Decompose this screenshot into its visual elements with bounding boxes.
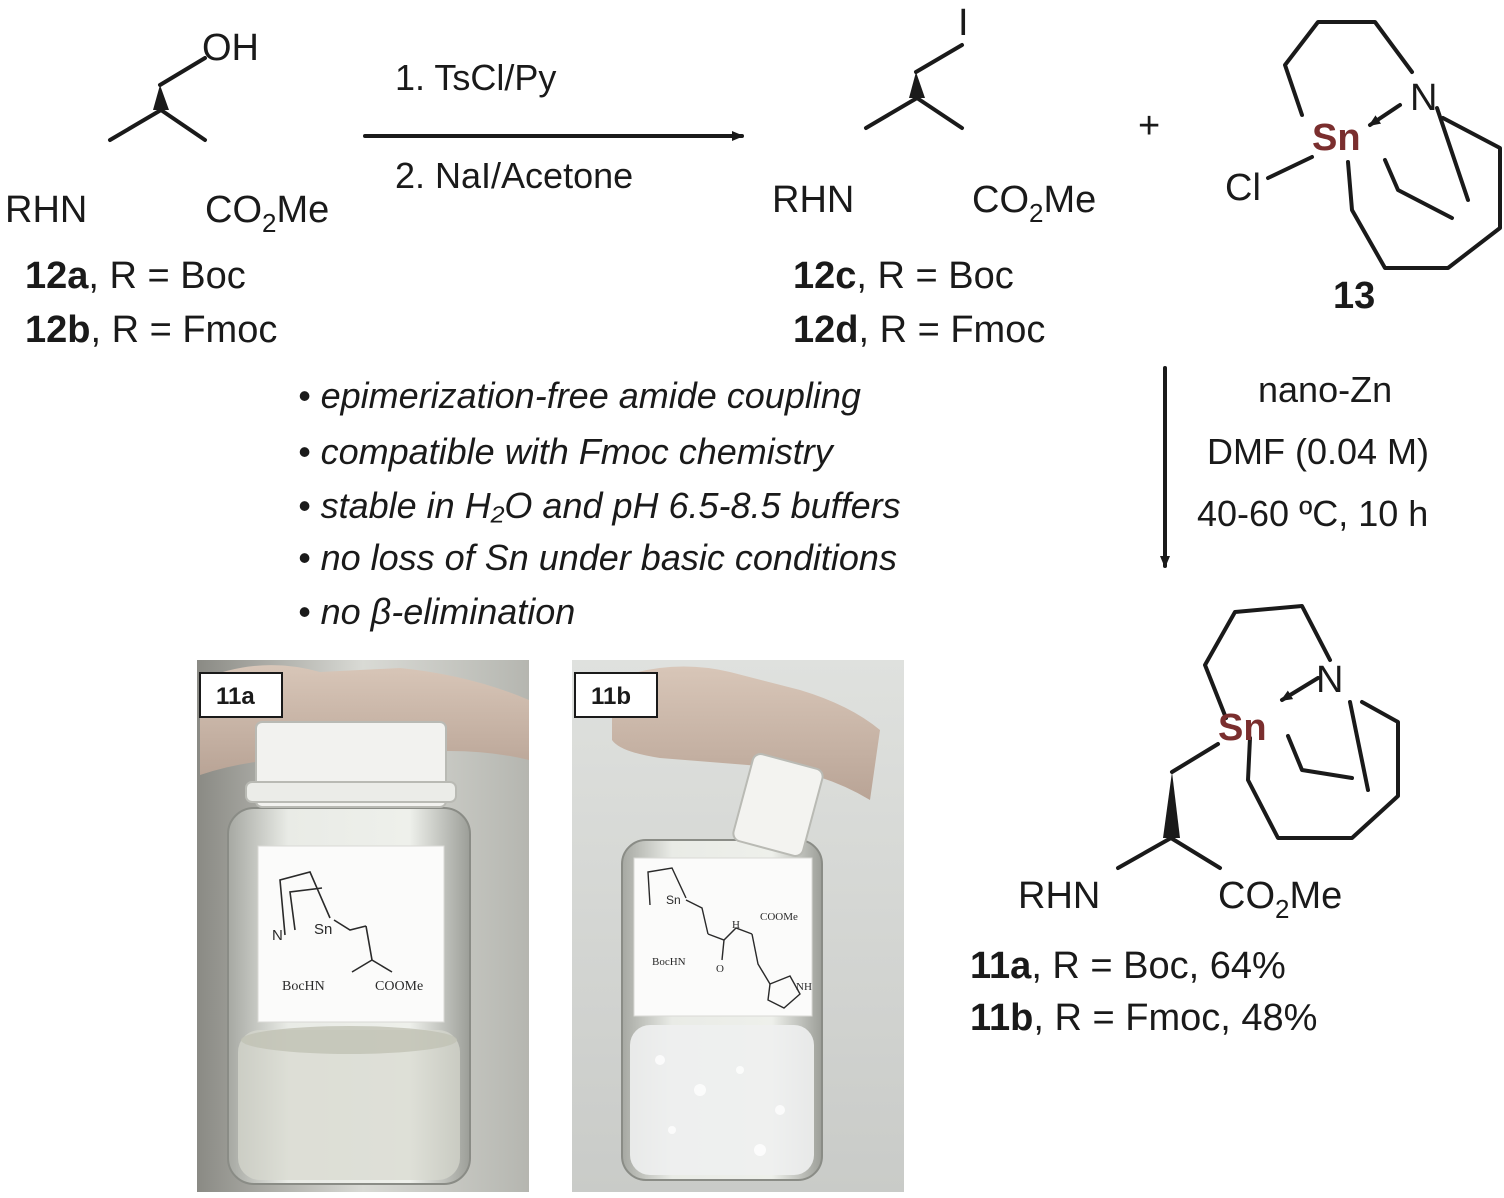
label-text: NH [796, 981, 812, 993]
rhn-label: RHN [1018, 875, 1100, 917]
label-text: Sn [314, 921, 332, 938]
feature-item: • compatible with Fmoc chemistry [298, 431, 835, 472]
compound-label-11b: 11b, R = Fmoc, 48% [970, 997, 1317, 1039]
compound-12-iodide: I RHN CO2Me 12c, R = Boc 12d, R = Fmoc [772, 2, 1096, 351]
label-text: BocHN [652, 956, 686, 968]
compound-label-12c: 12c, R = Boc [793, 255, 1014, 297]
compound-label-12d: 12d, R = Fmoc [793, 309, 1045, 351]
compound-label-13: 13 [1333, 275, 1375, 317]
label-text: Sn [666, 893, 681, 907]
feature-item: • stable in H₂O and pH 6.5-8.5 buffers [298, 485, 901, 526]
iodo-label: I [958, 2, 969, 44]
compound-label-12b: 12b, R = Fmoc [25, 309, 277, 351]
photo-label-box [199, 672, 283, 718]
photo-vial-11a: N Sn BocHN COOMe 11a [197, 660, 529, 1192]
plus-sign: + [1138, 105, 1160, 147]
vial-paper-label [257, 845, 445, 1023]
step2-reagent-line1: nano-Zn [1258, 369, 1392, 410]
label-text: N [272, 927, 283, 944]
compound-label-11a: 11a, R = Boc, 64% [970, 945, 1286, 987]
reaction-arrow-1: 1. TsCl/Py 2. NaI/Acetone [363, 57, 744, 196]
tin-label: Sn [1218, 707, 1267, 749]
rhn-label: RHN [772, 179, 854, 221]
step2-reagent-line2: DMF (0.04 M) [1207, 431, 1429, 472]
wedge-bond [909, 72, 925, 98]
ester-label: CO2Me [1218, 875, 1342, 924]
step2-reagent-line3: 40-60 ºC, 10 h [1197, 493, 1428, 534]
wedge-bond [153, 85, 169, 110]
label-text: COOMe [375, 979, 423, 994]
vial-paper-label [633, 857, 813, 1017]
label-text: O [716, 963, 724, 975]
compound-12-serine: OH RHN CO2Me 12a, R = Boc 12b, R = Fmoc [5, 27, 329, 351]
vial-cap [732, 753, 824, 857]
chloride-label: Cl [1225, 167, 1261, 209]
label-text: BocHN [282, 979, 325, 994]
compound-label-12a: 12a, R = Boc [25, 255, 246, 297]
feature-list: • epimerization-free amide coupling • co… [298, 375, 901, 632]
tin-label: Sn [1312, 117, 1361, 159]
step1-reagent-line1: 1. TsCl/Py [395, 57, 556, 98]
photo-label: 11a [216, 683, 255, 710]
feature-item: • epimerization-free amide coupling [298, 375, 861, 416]
product-11: N Sn RHN CO2Me 11a, R = Boc, 64% 11b, R … [970, 604, 1400, 1039]
fingers-image [612, 666, 880, 800]
hydroxyl-label: OH [202, 27, 259, 69]
nitrogen-label: N [1410, 77, 1437, 119]
ester-label: CO2Me [205, 189, 329, 238]
reaction-arrow-2: nano-Zn DMF (0.04 M) 40-60 ºC, 10 h [1160, 366, 1429, 568]
feature-item: • no loss of Sn under basic conditions [298, 537, 897, 578]
compound-13-chlorostannatrane: N Sn Cl 13 [1225, 20, 1502, 317]
label-text: COOMe [760, 911, 798, 923]
photo-label: 11b [591, 683, 631, 710]
wedge-bond [1163, 772, 1180, 838]
ester-label: CO2Me [972, 179, 1096, 228]
photo-vial-11b: Sn BocHN COOMe O H NH 11b [572, 660, 904, 1192]
label-text: H [732, 919, 740, 931]
step1-reagent-line2: 2. NaI/Acetone [395, 155, 633, 196]
feature-item: • no β-elimination [298, 591, 575, 632]
nitrogen-label: N [1316, 659, 1343, 701]
rhn-label: RHN [5, 189, 87, 231]
photo-label-box [574, 672, 658, 718]
